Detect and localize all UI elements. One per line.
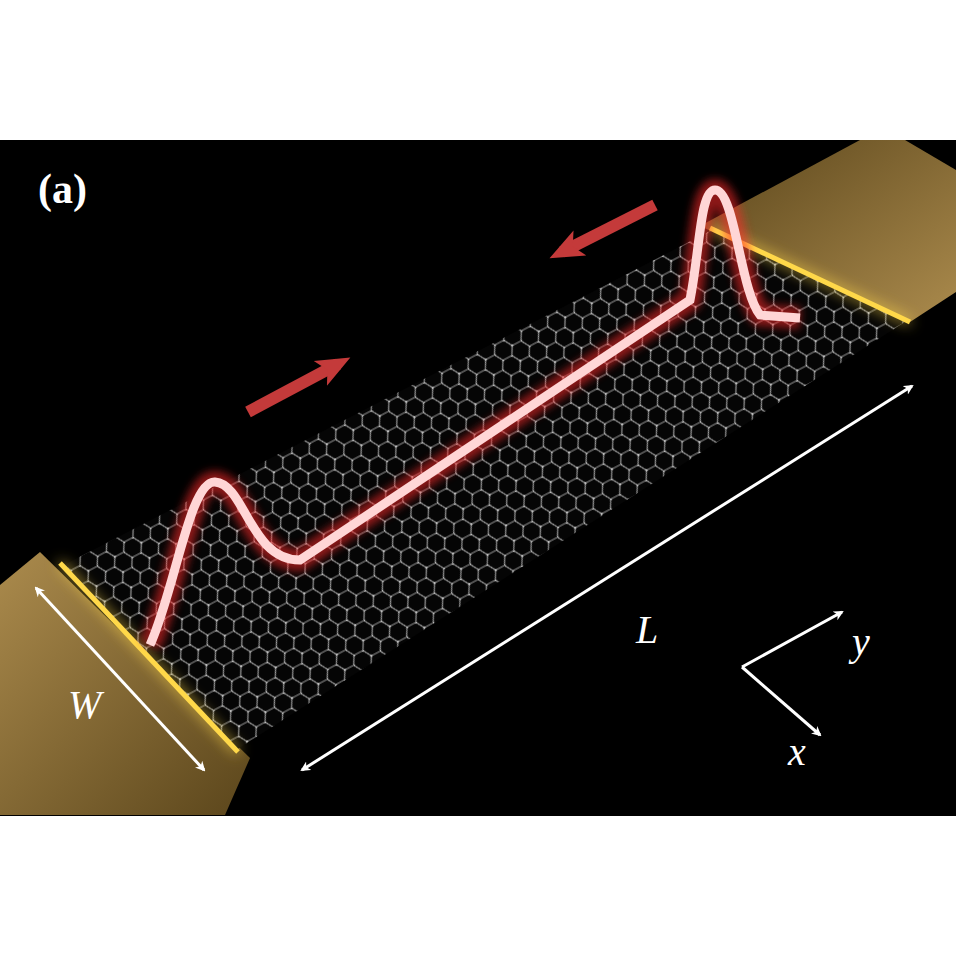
panel-label: (a) — [38, 168, 87, 210]
length-dimension: L — [636, 610, 658, 650]
axis-label: x — [788, 732, 806, 772]
axis-label: y — [852, 622, 870, 662]
width-dimension: W — [68, 685, 101, 725]
